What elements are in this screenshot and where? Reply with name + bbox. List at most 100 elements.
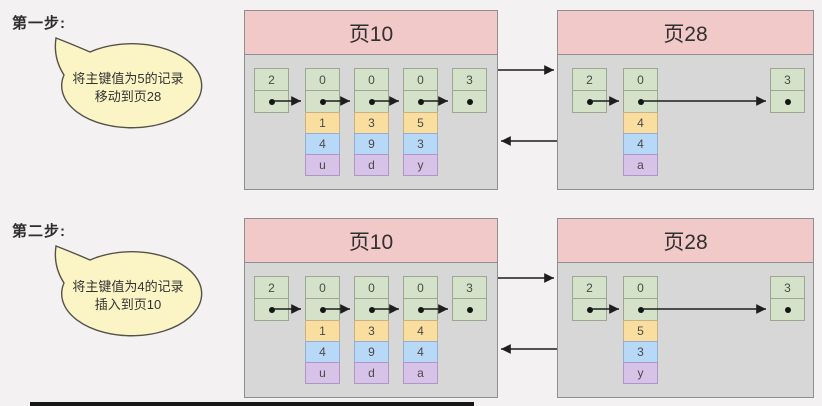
record-column: 2	[254, 276, 289, 321]
pointer-dot-icon	[586, 98, 593, 105]
next-record-pointer-cell	[254, 90, 289, 113]
step-2-label: 第二步:	[12, 223, 66, 240]
record-type-cell: 2	[254, 68, 289, 91]
record-type-cell: 2	[572, 276, 607, 299]
next-record-pointer-cell	[305, 90, 340, 113]
primary-key-cell: 1	[305, 112, 340, 134]
page-10-title: 页10	[245, 219, 497, 263]
next-record-pointer-cell	[770, 298, 805, 321]
next-record-pointer-cell	[403, 90, 438, 113]
record-type-cell: 0	[623, 276, 658, 299]
pointer-dot-icon	[637, 98, 644, 105]
value-cell: 4	[623, 133, 658, 155]
record-column: 3	[770, 276, 805, 321]
pointer-dot-icon	[368, 98, 375, 105]
next-record-pointer-cell	[770, 90, 805, 113]
extra-cell: u	[305, 362, 340, 384]
page-10-title: 页10	[245, 11, 497, 55]
record-type-cell: 3	[452, 276, 487, 299]
step-1-label: 第一步:	[12, 15, 66, 32]
record-type-cell: 0	[403, 276, 438, 299]
extra-cell: a	[403, 362, 438, 384]
next-record-pointer-cell	[572, 90, 607, 113]
value-cell: 3	[623, 341, 658, 363]
next-record-pointer-cell	[305, 298, 340, 321]
pointer-dot-icon	[466, 98, 473, 105]
value-cell: 4	[305, 133, 340, 155]
record-type-cell: 0	[354, 68, 389, 91]
extra-cell: d	[354, 362, 389, 384]
record-column: 3	[452, 68, 487, 113]
pointer-dot-icon	[637, 306, 644, 313]
record-column: 2	[572, 68, 607, 113]
pointer-dot-icon	[417, 306, 424, 313]
pointer-dot-icon	[319, 98, 326, 105]
extra-cell: u	[305, 154, 340, 176]
value-cell: 4	[403, 341, 438, 363]
record-type-cell: 3	[452, 68, 487, 91]
record-type-cell: 0	[305, 276, 340, 299]
next-record-pointer-cell	[354, 90, 389, 113]
speech-bubble-icon	[54, 245, 203, 337]
value-cell: 4	[305, 341, 340, 363]
next-record-pointer-cell	[623, 90, 658, 113]
primary-key-cell: 5	[403, 112, 438, 134]
pointer-dot-icon	[268, 306, 275, 313]
record-column: 3	[770, 68, 805, 113]
record-type-cell: 0	[354, 276, 389, 299]
pointer-dot-icon	[784, 306, 791, 313]
bubble-line: 将主键值为5的记录	[72, 71, 184, 86]
record-column: 2	[572, 276, 607, 321]
pointer-dot-icon	[368, 306, 375, 313]
record-type-cell: 0	[623, 68, 658, 91]
primary-key-cell: 4	[403, 320, 438, 342]
record-type-cell: 0	[403, 68, 438, 91]
video-progress-bar	[30, 402, 474, 406]
pointer-dot-icon	[586, 306, 593, 313]
record-type-cell: 3	[770, 276, 805, 299]
pointer-dot-icon	[268, 98, 275, 105]
value-cell: 9	[354, 133, 389, 155]
step-2-bubble-text: 将主键值为4的记录 插入到页10	[58, 278, 198, 314]
primary-key-cell: 1	[305, 320, 340, 342]
page-28-title: 页28	[558, 219, 813, 263]
record-type-cell: 0	[305, 68, 340, 91]
record-column: 2	[254, 68, 289, 113]
next-record-pointer-cell	[452, 90, 487, 113]
next-record-pointer-cell	[452, 298, 487, 321]
value-cell: 3	[403, 133, 438, 155]
value-cell: 9	[354, 341, 389, 363]
extra-cell: y	[403, 154, 438, 176]
next-record-pointer-cell	[403, 298, 438, 321]
record-type-cell: 2	[572, 68, 607, 91]
page-28-title: 页28	[558, 11, 813, 55]
speech-bubble-icon	[54, 37, 203, 129]
next-record-pointer-cell	[254, 298, 289, 321]
bubble-line: 插入到页10	[94, 297, 162, 312]
pointer-dot-icon	[319, 306, 326, 313]
pointer-dot-icon	[466, 306, 473, 313]
record-column: 3	[452, 276, 487, 321]
primary-key-cell: 5	[623, 320, 658, 342]
pointer-dot-icon	[417, 98, 424, 105]
next-record-pointer-cell	[623, 298, 658, 321]
next-record-pointer-cell	[354, 298, 389, 321]
